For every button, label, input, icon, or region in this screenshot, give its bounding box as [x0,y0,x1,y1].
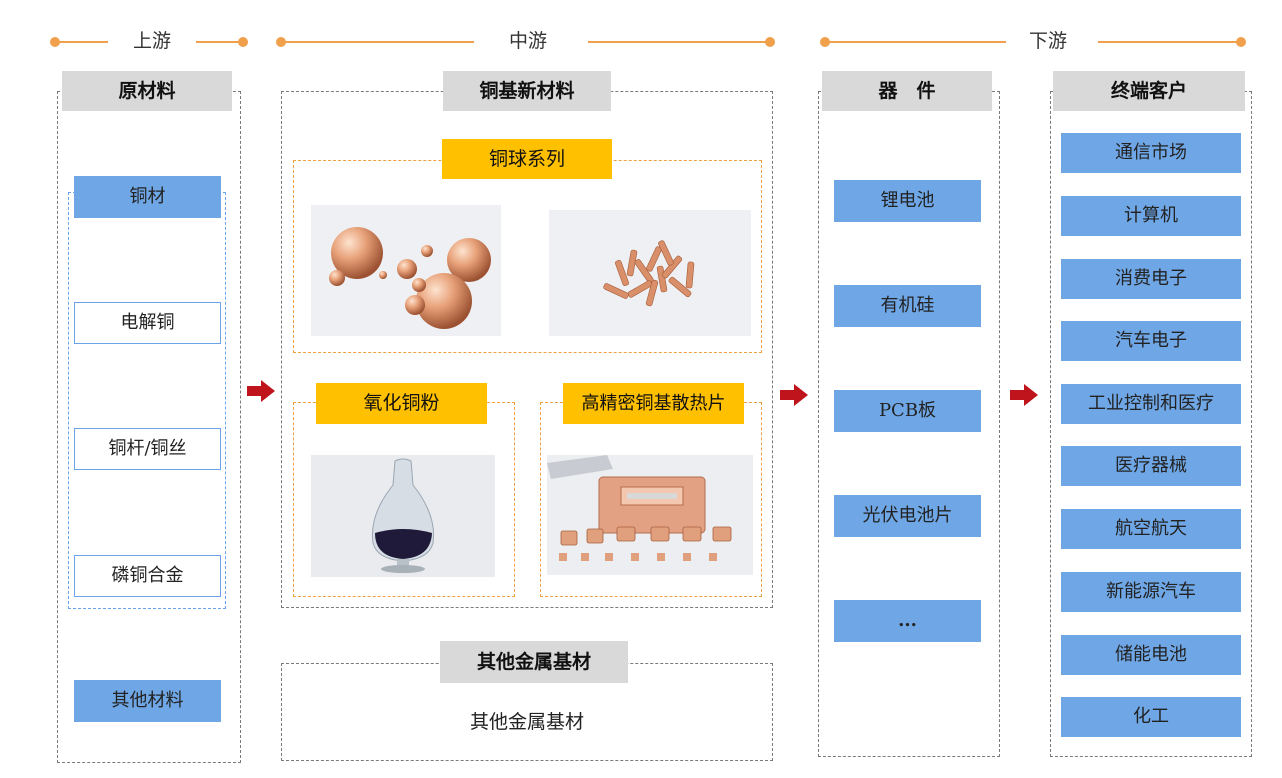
heatsink-photo-icon [547,455,753,575]
raw-item-copper: 铜材 [74,176,221,218]
upstream-line-right [196,41,240,43]
copper-materials-title: 铜基新材料 [443,71,611,111]
flow-arrow-icon [1010,384,1038,406]
customer-item-telecom: 通信市场 [1061,133,1241,173]
customer-item-energy-storage: 储能电池 [1061,635,1241,675]
device-item-pcb: PCB板 [834,390,981,432]
customer-item-aerospace: 航空航天 [1061,509,1241,549]
downstream-line-start-dot [820,37,830,47]
raw-item-electrolytic-copper: 电解铜 [74,302,221,344]
upstream-line-start-dot [50,37,60,47]
midstream-line-right [588,41,768,43]
oxide-powder-title: 氧化铜粉 [316,383,487,424]
customer-item-consumer-electronics: 消费电子 [1061,259,1241,299]
customer-item-industrial-medical: 工业控制和医疗 [1061,384,1241,424]
midstream-label: 中游 [508,30,547,52]
copper-balls-photo-icon [311,205,501,336]
device-item-pv-cell: 光伏电池片 [834,495,981,537]
customer-item-auto-electronics: 汽车电子 [1061,321,1241,361]
device-item-lithium-battery: 锂电池 [834,180,981,222]
customer-item-new-energy-vehicles: 新能源汽车 [1061,572,1241,612]
customer-item-computer: 计算机 [1061,196,1241,236]
downstream-line-right [1098,41,1240,43]
raw-item-copper-rod-wire: 铜杆/铜丝 [74,428,221,470]
flow-arrow-icon [780,384,808,406]
downstream-line-end-dot [1236,37,1246,47]
midstream-line-start-dot [276,37,286,47]
midstream-line-end-dot [765,37,775,47]
customer-item-chemical: 化工 [1061,697,1241,737]
customers-title: 终端客户 [1053,71,1245,111]
other-metals-content: 其他金属基材 [469,711,584,733]
customer-item-medical-devices: 医疗器械 [1061,446,1241,486]
other-metals-title: 其他金属基材 [440,641,628,683]
copper-material-group [68,192,226,609]
midstream-line-left [284,41,474,43]
device-item-silicone: 有机硅 [834,285,981,327]
raw-item-other-materials: 其他材料 [74,680,221,722]
ball-series-title: 铜球系列 [442,139,612,179]
downstream-line-left [828,41,1006,43]
copper-pins-photo-icon [549,210,751,336]
heatsink-title: 高精密铜基散热片 [563,383,744,424]
device-item-more: ... [834,600,981,642]
downstream-label: 下游 [1028,30,1067,52]
upstream-line-left [58,41,108,43]
raw-item-phosphor-copper: 磷铜合金 [74,555,221,597]
devices-title: 器 件 [822,71,992,111]
flow-arrow-icon [247,380,275,402]
oxide-powder-photo-icon [311,455,495,577]
raw-materials-title: 原材料 [62,71,232,111]
upstream-line-end-dot [238,37,248,47]
upstream-label: 上游 [132,30,171,52]
